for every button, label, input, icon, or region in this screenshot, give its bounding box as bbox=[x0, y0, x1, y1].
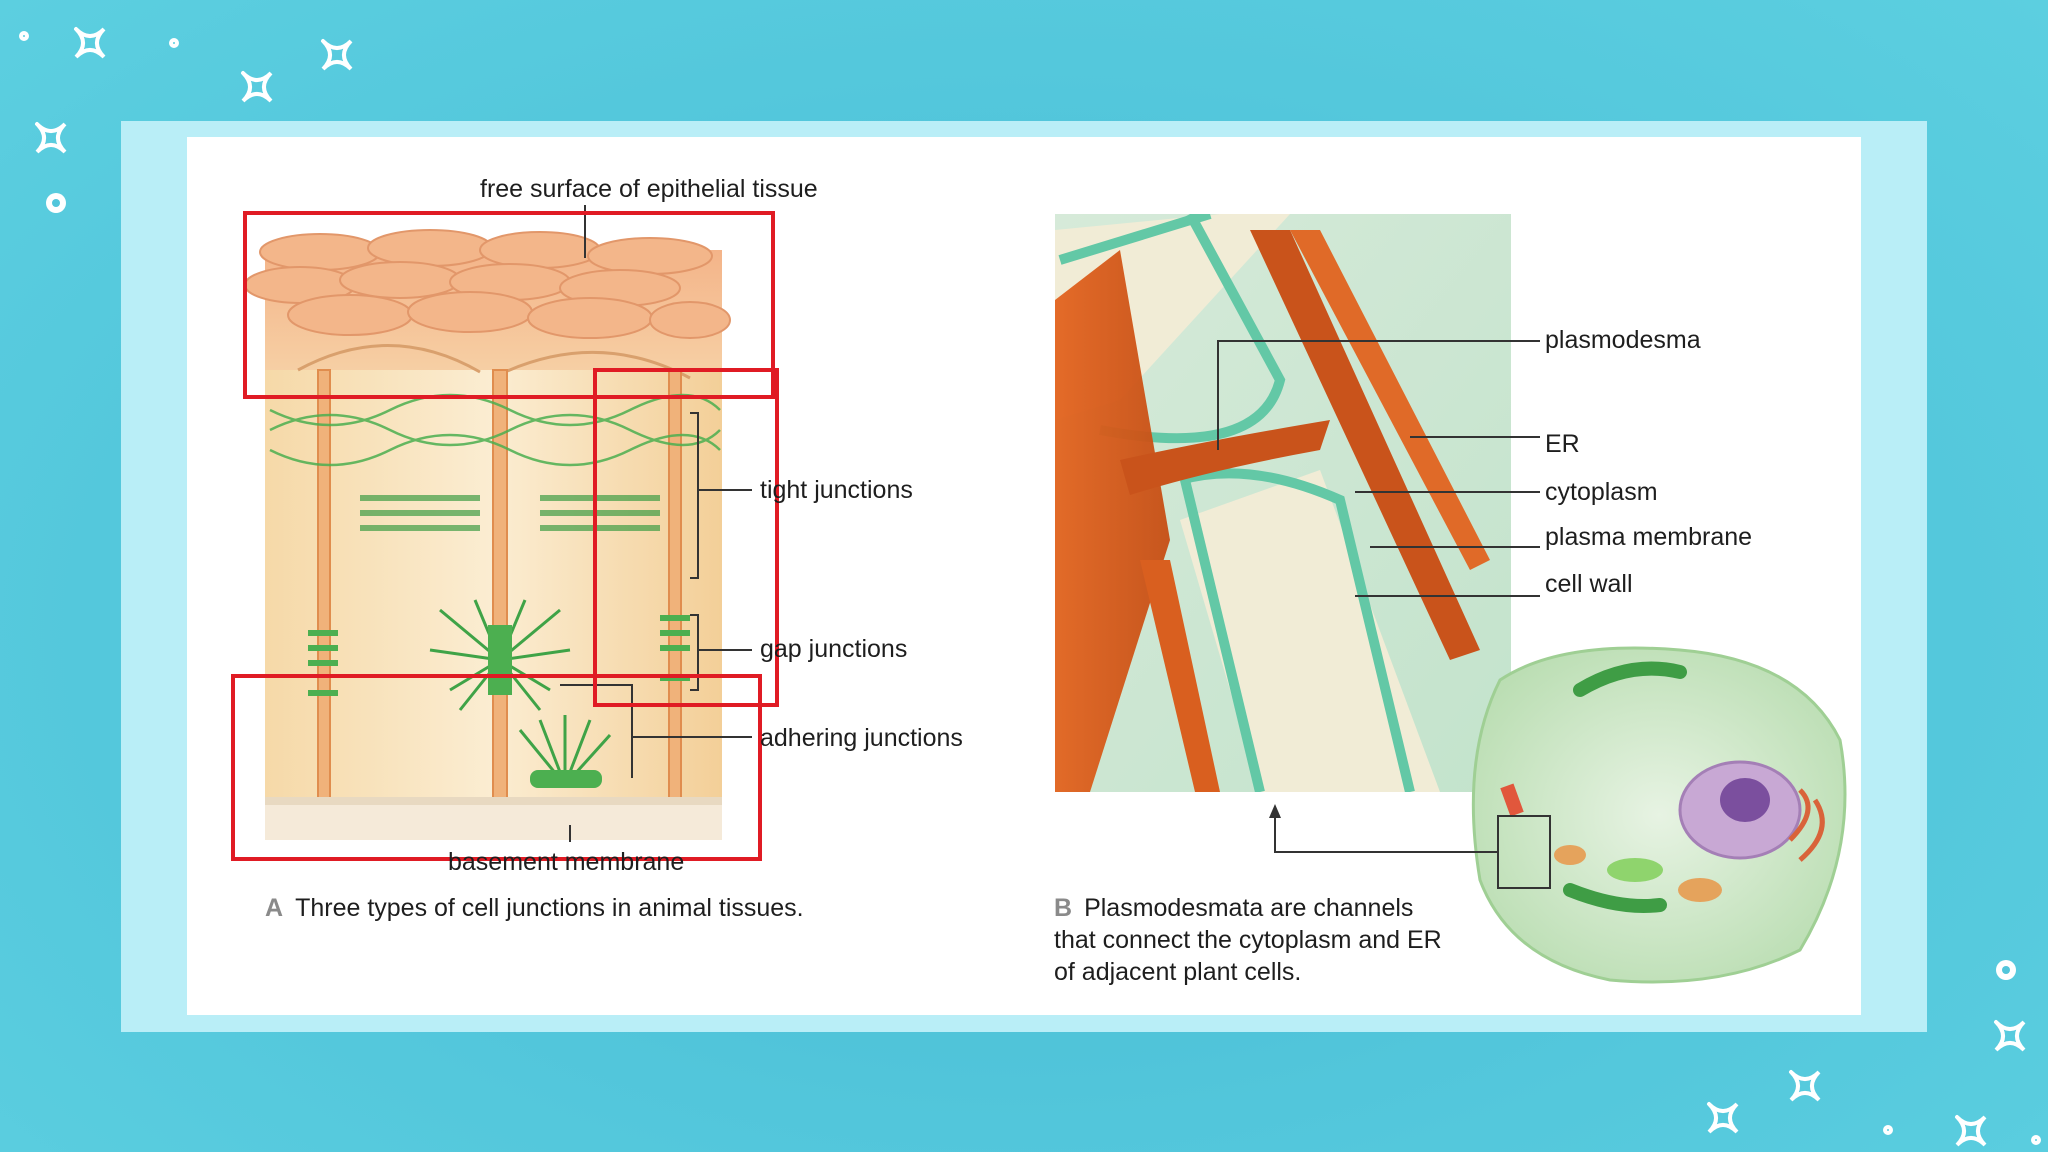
caption-b-text-1: Plasmodesmata are channels bbox=[1084, 894, 1414, 922]
caption-b-line-1: B Plasmodesmata are channels bbox=[1054, 892, 1442, 924]
caption-b-line-2: that connect the cytoplasm and ER bbox=[1054, 926, 1442, 954]
caption-b-line-3: of adjacent plant cells. bbox=[1054, 958, 1302, 986]
label-er: ER bbox=[1545, 430, 1580, 458]
sparkle-icon bbox=[241, 71, 273, 103]
highlight-box-adhering-basement bbox=[231, 674, 762, 861]
sparkle-icon bbox=[1789, 1070, 1821, 1102]
caption-b: B Plasmodesmata are channels that connect… bbox=[1054, 892, 1442, 988]
label-cell-wall: cell wall bbox=[1545, 570, 1633, 598]
sparkle-icon bbox=[321, 39, 353, 71]
label-plasmodesma: plasmodesma bbox=[1545, 326, 1701, 354]
label-tight-junctions: tight junctions bbox=[760, 476, 913, 504]
sparkle-icon bbox=[1707, 1102, 1739, 1134]
label-plasma-membrane: plasma membrane bbox=[1545, 523, 1753, 551]
caption-letter-a: A bbox=[265, 894, 284, 922]
label-cytoplasm: cytoplasm bbox=[1545, 478, 1658, 506]
plant-cell-3d bbox=[1471, 646, 1847, 984]
label-adhering-junctions: adhering junctions bbox=[760, 724, 963, 752]
label-gap-junctions: gap junctions bbox=[760, 635, 908, 663]
plasmodesma-closeup bbox=[1055, 214, 1511, 792]
sparkle-icon bbox=[1994, 1020, 2026, 1052]
highlight-box-tight-gap bbox=[593, 368, 779, 707]
sparkle-icon bbox=[1955, 1115, 1987, 1147]
caption-text-a: Three types of cell junctions in animal … bbox=[295, 894, 804, 922]
caption-letter-b: B bbox=[1054, 894, 1073, 922]
label-basement-membrane: basement membrane bbox=[448, 848, 685, 876]
label-free-surface: free surface of epithelial tissue bbox=[480, 175, 818, 203]
caption-a: A Three types of cell junctions in animal… bbox=[265, 892, 804, 924]
highlight-box-free-surface bbox=[243, 211, 775, 399]
sparkle-icon bbox=[35, 122, 67, 154]
arrowhead-up bbox=[1269, 804, 1281, 818]
sparkle-icon bbox=[74, 27, 106, 59]
